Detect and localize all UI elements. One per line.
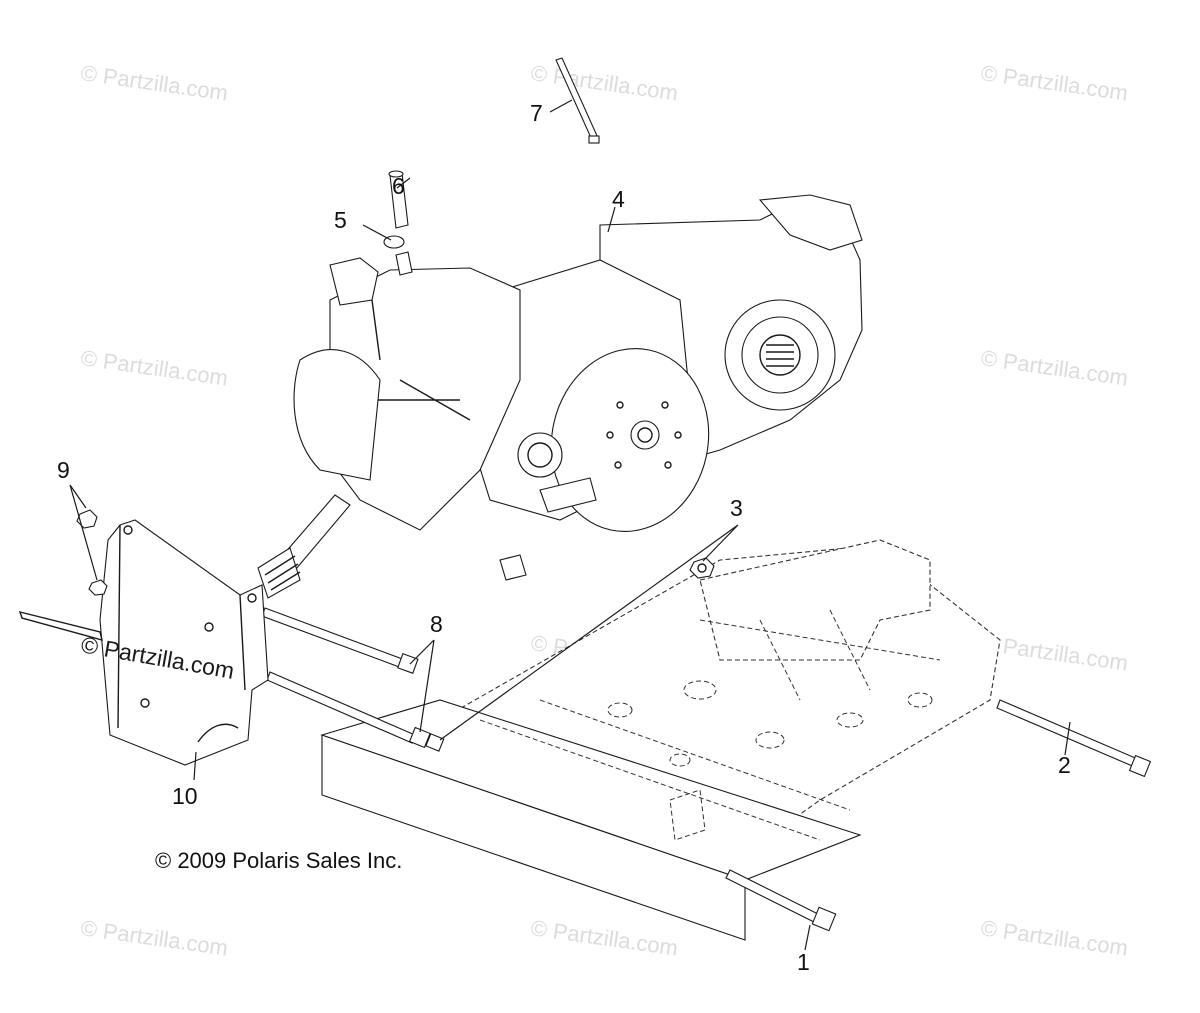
callout-1: 1 — [797, 949, 810, 975]
bolt-1 — [725, 869, 837, 932]
leader-lines — [69, 99, 1071, 951]
callout-5: 5 — [334, 207, 347, 233]
watermark: © Partzilla.com — [79, 345, 229, 390]
bolt-2 — [996, 699, 1152, 778]
nut-9 — [76, 509, 108, 596]
callout-10: 10 — [172, 783, 198, 809]
transmission-4 — [257, 194, 863, 599]
watermark: © Partzilla.com — [979, 345, 1129, 390]
callout-8: 8 — [430, 611, 443, 637]
watermark: © Partzilla.com — [79, 915, 229, 960]
callout-3: 3 — [730, 495, 743, 521]
watermark: © Partzilla.com — [529, 60, 679, 105]
bolt-8-upper — [261, 607, 419, 674]
watermark: © Partzilla.com — [979, 630, 1129, 675]
clamp-5 — [383, 235, 413, 276]
callout-7: 7 — [530, 100, 543, 126]
breather-tube-6 — [388, 170, 409, 229]
bolt-8-lower — [266, 671, 445, 752]
callout-4: 4 — [612, 186, 625, 212]
callout-9: 9 — [57, 457, 70, 483]
copyright-text: © 2009 Polaris Sales Inc. — [155, 848, 402, 873]
chassis-frame — [320, 539, 1001, 941]
watermark: © Partzilla.com — [979, 60, 1129, 105]
watermark: © Partzilla.com — [979, 915, 1129, 960]
callout-2: 2 — [1058, 752, 1071, 778]
dipstick-7 — [555, 57, 600, 144]
watermark: © Partzilla.com — [79, 60, 229, 105]
watermark: © Partzilla.com — [529, 915, 679, 960]
callout-6: 6 — [392, 173, 405, 199]
bracket-10 — [18, 519, 269, 766]
